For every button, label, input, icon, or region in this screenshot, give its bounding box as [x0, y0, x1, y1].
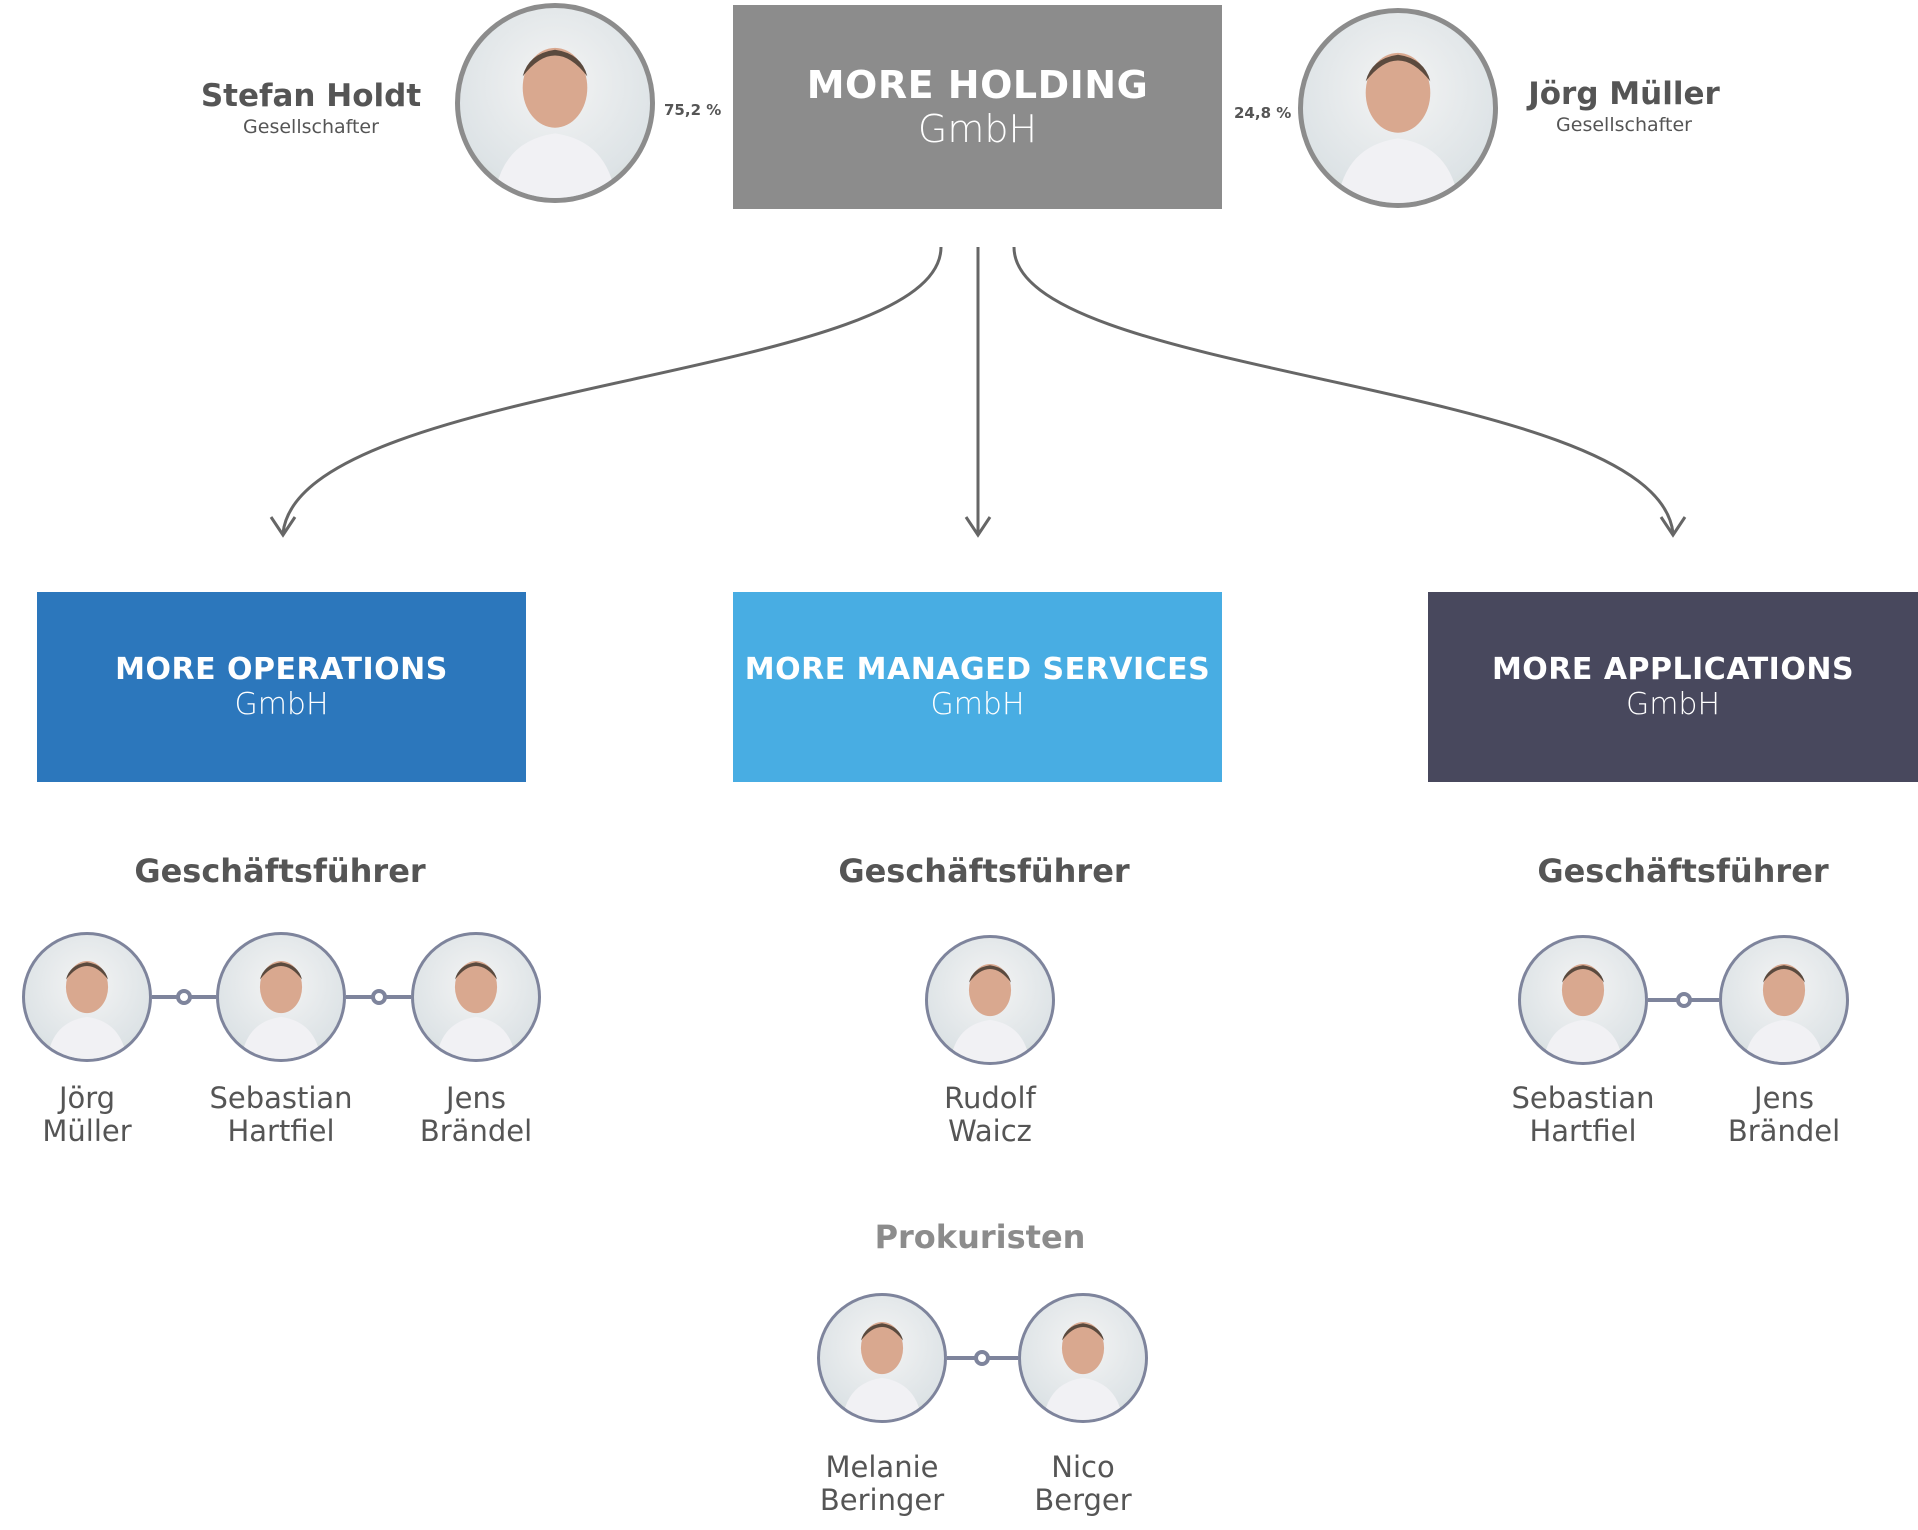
avatar-jens-braendel — [1719, 935, 1849, 1065]
holding-box: MORE HOLDING GmbH — [733, 5, 1222, 209]
company-applications-box: MORE APPLICATIONS GmbH — [1428, 592, 1918, 782]
company-managed-services-box: MORE MANAGED SERVICES GmbH — [733, 592, 1222, 782]
avatar-rudolf-waicz — [925, 935, 1055, 1065]
section-heading: Geschäftsführer — [1537, 852, 1829, 890]
shareholder-stefan: Stefan Holdt Gesellschafter — [201, 78, 421, 138]
company-subtitle: GmbH — [1625, 687, 1721, 722]
shareholder-joerg: Jörg Müller Gesellschafter — [1528, 76, 1720, 136]
avatar-joerg-mueller — [22, 932, 152, 1062]
person-photo-placeholder — [241, 961, 321, 1059]
avatar-nico-berger — [1018, 1293, 1148, 1423]
person-photo-placeholder — [1744, 964, 1824, 1062]
company-title: MORE APPLICATIONS — [1491, 652, 1855, 687]
person-photo-placeholder — [47, 961, 127, 1059]
share-percent: 24,8 % — [1234, 104, 1292, 122]
section-heading: Geschäftsführer — [838, 852, 1130, 890]
section-heading: Geschäftsführer — [134, 852, 426, 890]
person-photo-placeholder — [1337, 52, 1459, 203]
avatar-joerg-mueller — [1298, 8, 1498, 208]
prokuristen-heading: Prokuristen — [874, 1218, 1086, 1256]
shareholder-name: Jörg Müller — [1528, 76, 1720, 112]
avatar-melanie-beringer — [817, 1293, 947, 1423]
person-photo-placeholder — [436, 961, 516, 1059]
company-operations-box: MORE OPERATIONS GmbH — [37, 592, 526, 782]
shareholder-role: Gesellschafter — [1556, 114, 1692, 136]
company-subtitle: GmbH — [234, 687, 329, 722]
shareholder-role: Gesellschafter — [243, 116, 379, 138]
holding-subtitle: GmbH — [917, 107, 1038, 151]
company-title: MORE OPERATIONS — [115, 652, 448, 687]
person-photo-placeholder — [950, 964, 1030, 1062]
person-photo-placeholder — [842, 1322, 922, 1420]
avatar-sebastian-hartfiel — [1518, 935, 1648, 1065]
avatar-stefan-holdt — [455, 3, 655, 203]
holding-title: MORE HOLDING — [806, 63, 1149, 107]
share-percent: 75,2 % — [664, 101, 722, 119]
shareholder-name: Stefan Holdt — [200, 78, 422, 114]
person-photo-placeholder — [1543, 964, 1623, 1062]
person-photo-placeholder — [1043, 1322, 1123, 1420]
avatar-sebastian-hartfiel — [216, 932, 346, 1062]
person-photo-placeholder — [494, 47, 616, 198]
company-subtitle: GmbH — [930, 687, 1025, 722]
company-title: MORE MANAGED SERVICES — [744, 652, 1211, 687]
avatar-jens-braendel — [411, 932, 541, 1062]
